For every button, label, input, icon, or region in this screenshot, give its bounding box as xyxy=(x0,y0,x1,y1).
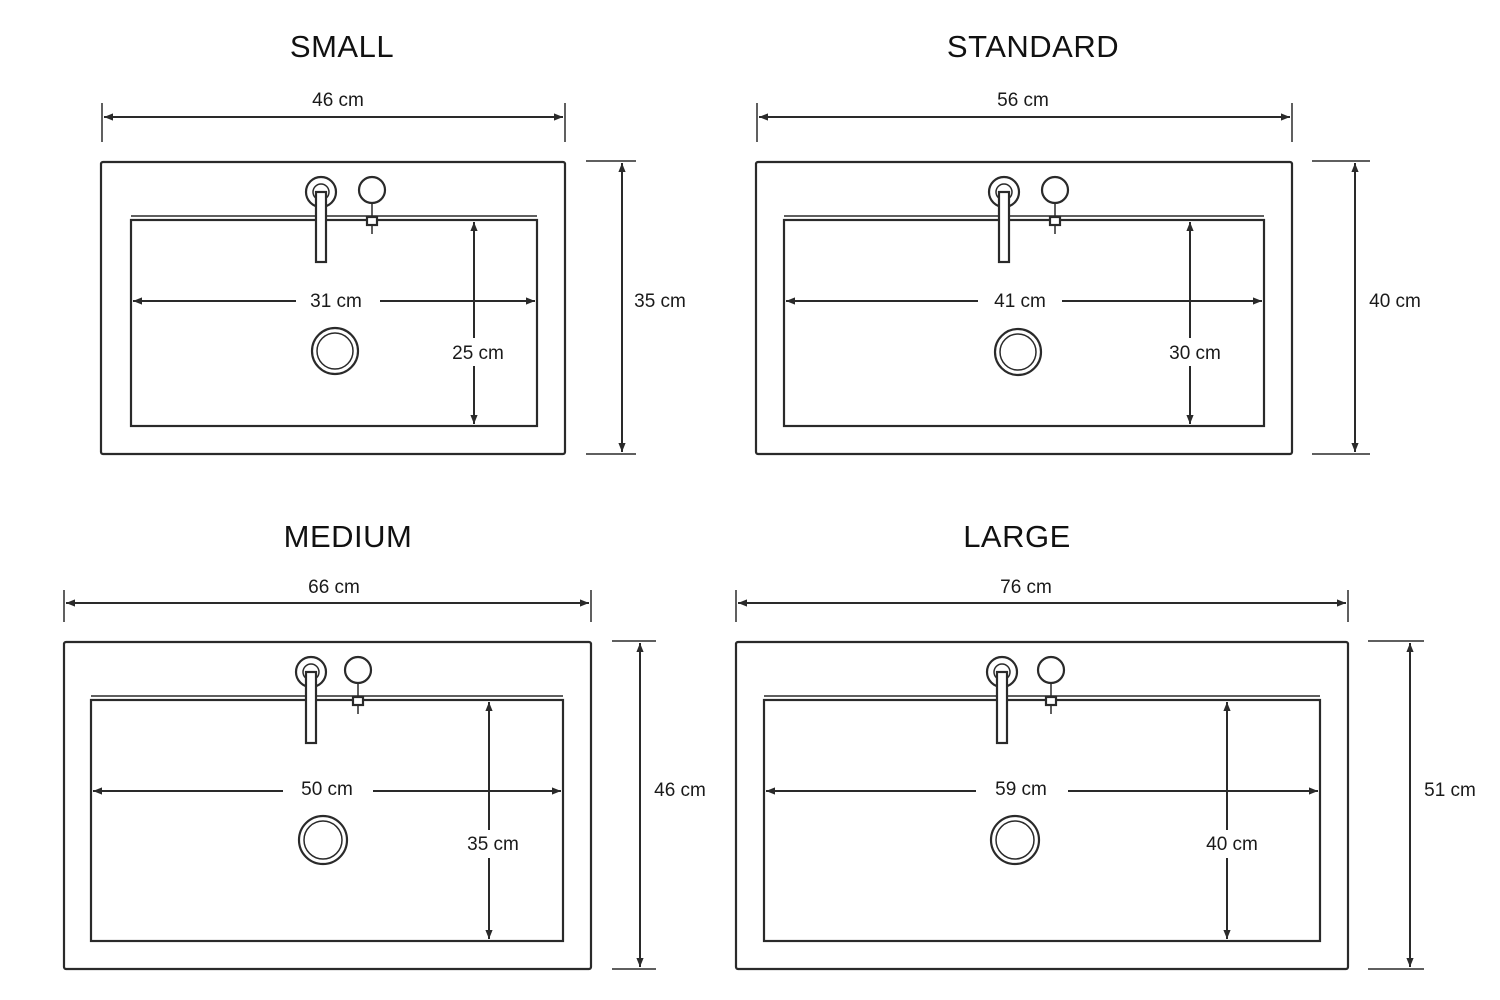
outer-depth-label: 35 cm xyxy=(634,291,686,312)
outer-width-label: 66 cm xyxy=(308,577,360,598)
outer-width-label: 56 cm xyxy=(997,90,1049,111)
inner-width-label: 50 cm xyxy=(301,779,353,800)
basin-outline xyxy=(782,218,1266,428)
sink-standard: STANDARD 56 cm 41 cm xyxy=(754,29,1430,456)
outer-width-label: 46 cm xyxy=(312,90,364,111)
outer-depth-label: 51 cm xyxy=(1424,780,1476,801)
drain-icon xyxy=(297,814,349,866)
faucet-icon xyxy=(304,175,338,264)
inner-depth-label: 30 cm xyxy=(1169,343,1221,364)
outer-depth-label: 40 cm xyxy=(1369,291,1421,312)
sink-title: STANDARD xyxy=(947,29,1119,64)
inner-depth-label: 25 cm xyxy=(452,343,504,364)
inner-width-label: 41 cm xyxy=(994,291,1046,312)
faucet-icon xyxy=(294,655,328,745)
handle-icon xyxy=(357,175,387,234)
outer-width-dimension: 76 cm xyxy=(735,577,1349,622)
sink-title: LARGE xyxy=(963,519,1071,554)
outer-width-dimension: 56 cm xyxy=(756,90,1293,142)
basin-outline xyxy=(762,698,1322,943)
faucet-icon xyxy=(985,655,1019,745)
inner-depth-dimension: 35 cm xyxy=(458,702,528,939)
outer-depth-label: 46 cm xyxy=(654,780,706,801)
sink-title: SMALL xyxy=(290,29,394,64)
inner-width-dimension: 41 cm xyxy=(786,286,1262,314)
handle-icon xyxy=(1036,655,1066,714)
outer-width-label: 76 cm xyxy=(1000,577,1052,598)
drain-icon xyxy=(993,327,1043,377)
sink-title: MEDIUM xyxy=(284,519,413,554)
inner-depth-dimension: 30 cm xyxy=(1160,222,1230,424)
drain-icon xyxy=(310,326,360,376)
sink-medium: MEDIUM 66 cm 50 cm xyxy=(62,519,715,971)
outer-depth-dimension: 35 cm xyxy=(586,160,695,455)
drain-icon xyxy=(989,814,1041,866)
sink-small: SMALL 46 cm 31 cm xyxy=(99,29,695,456)
inner-width-dimension: 31 cm xyxy=(133,286,535,314)
inner-width-dimension: 50 cm xyxy=(93,776,561,804)
inner-depth-dimension: 40 cm xyxy=(1196,702,1268,939)
outer-width-dimension: 66 cm xyxy=(63,577,592,622)
inner-depth-dimension: 25 cm xyxy=(444,222,512,424)
sink-large: LARGE 76 cm 59 cm xyxy=(734,519,1486,971)
basin-outline xyxy=(129,218,539,428)
handle-icon xyxy=(1040,175,1070,234)
inner-depth-label: 40 cm xyxy=(1206,834,1258,855)
inner-depth-label: 35 cm xyxy=(467,834,519,855)
faucet-icon xyxy=(987,175,1021,264)
inner-width-label: 31 cm xyxy=(310,291,362,312)
outer-depth-dimension: 40 cm xyxy=(1312,160,1430,455)
outer-depth-dimension: 46 cm xyxy=(612,640,715,970)
handle-icon xyxy=(343,655,373,714)
outer-depth-dimension: 51 cm xyxy=(1368,640,1486,970)
inner-width-label: 59 cm xyxy=(995,779,1047,800)
outer-width-dimension: 46 cm xyxy=(101,90,566,142)
